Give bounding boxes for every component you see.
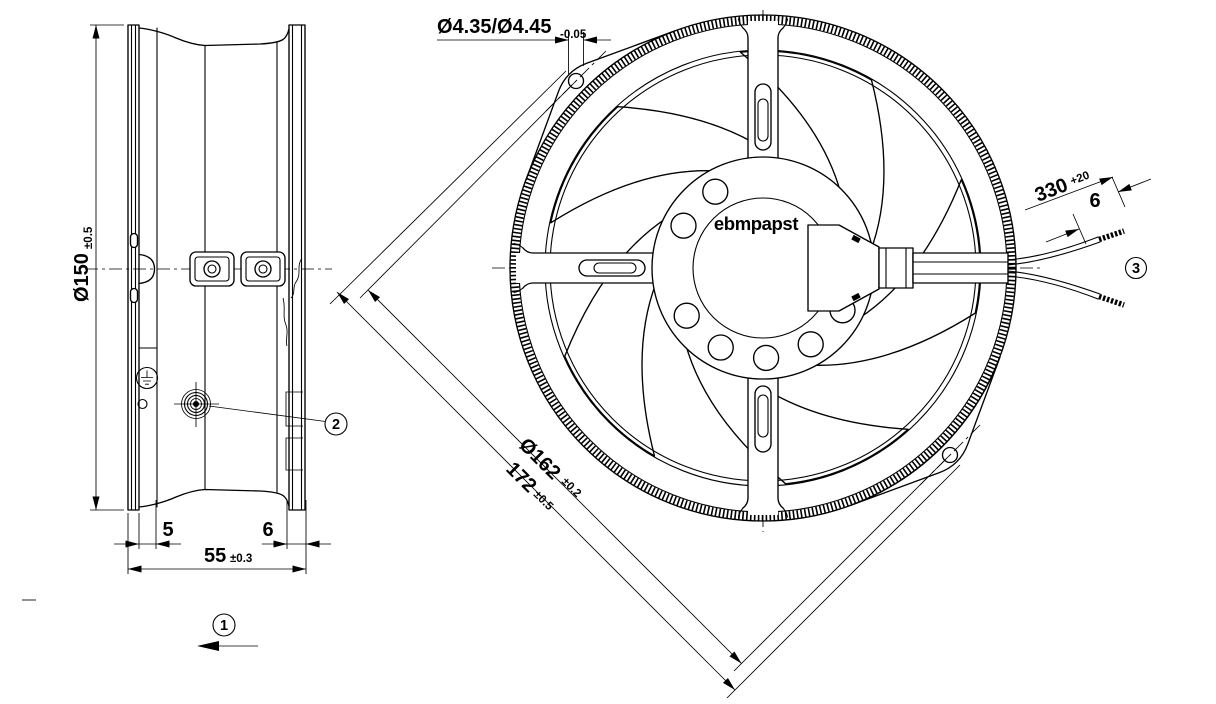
callout-2: 2 xyxy=(324,412,348,436)
bearing-dome xyxy=(138,253,156,285)
flange-bracket-detail xyxy=(285,391,303,471)
housing-outer-circle xyxy=(509,14,1017,522)
lead-wires xyxy=(1007,228,1125,308)
dim-depth-front: 5 xyxy=(162,519,173,541)
strut-top xyxy=(737,18,789,169)
dim-strip-length: 6 xyxy=(1089,190,1100,212)
callout-2-leader xyxy=(208,405,326,422)
cable-sleeve xyxy=(912,252,1009,284)
terminal-stud xyxy=(174,382,219,427)
dim-mounting-hole-tol: -0.05 xyxy=(560,29,587,41)
dim-cable-length-tol: +20 xyxy=(1069,170,1092,188)
mounting-tab-nw xyxy=(525,30,676,181)
venturi-top-profile xyxy=(138,27,290,47)
callout-1: 1 xyxy=(212,613,236,637)
callout-3: 3 xyxy=(1124,256,1148,280)
dim-depths: 5 6 55 ±0.3 xyxy=(114,500,331,574)
strut-bottom xyxy=(737,367,789,518)
airflow-direction-arrow xyxy=(197,641,258,651)
brand-logo: ebmpapst xyxy=(714,213,798,234)
stripped-wire-end xyxy=(1098,228,1125,243)
venturi-bottom-profile xyxy=(138,488,290,508)
rear-flange xyxy=(288,24,306,511)
callout-2-number: 2 xyxy=(332,417,340,433)
fan-body: ebmpapst xyxy=(509,14,1125,522)
dim-total-depth-value: 55 xyxy=(204,545,226,567)
mounting-clip xyxy=(189,251,235,287)
callout-3-number: 3 xyxy=(1132,261,1140,277)
terminal-screw-mark xyxy=(851,292,861,302)
front-flange xyxy=(127,24,140,511)
terminal-screw-mark xyxy=(851,234,861,244)
side-view: 2 Ø150 ±0.5 5 6 55 ±0.3 xyxy=(22,24,348,651)
flange-detail xyxy=(282,257,303,347)
dim-outer-dia-tol: ±0.5 xyxy=(83,226,95,249)
dim-total-depth-tol: ±0.3 xyxy=(230,553,252,565)
dim-outer-dia-value: Ø150 xyxy=(71,253,93,302)
front-view: ebmpapst xyxy=(329,10,1152,699)
dim-mounting-hole: Ø4.35/Ø4.45 -0.05 xyxy=(437,16,611,74)
housing-knurled-band xyxy=(510,15,1016,521)
dim-depth-rear: 6 xyxy=(262,519,273,541)
dim-diagonal-tol: ±0.5 xyxy=(531,489,556,514)
stripped-wire-end xyxy=(1098,293,1125,308)
dim-mounting-hole-value: Ø4.35/Ø4.45 xyxy=(437,16,552,38)
mounting-tab-se xyxy=(850,356,1001,506)
strut-left xyxy=(513,242,664,294)
dim-pitch-circle-tol: ±0.2 xyxy=(559,476,583,500)
pin-detail xyxy=(129,232,139,249)
small-hole xyxy=(137,398,148,410)
dim-cable-length-value: 330 xyxy=(1032,174,1071,206)
mounting-clip xyxy=(240,251,286,287)
earth-ground-symbol xyxy=(135,366,159,390)
terminal-housing xyxy=(807,224,1009,312)
callout-1-number: 1 xyxy=(220,618,228,634)
dim-outer-dia: Ø150 ±0.5 xyxy=(71,24,124,511)
dim-cable: 330 +20 6 xyxy=(1024,170,1152,245)
pin-detail xyxy=(129,287,139,304)
dim-diagonals: Ø162 ±0.2 172 ±0.5 xyxy=(329,70,961,699)
